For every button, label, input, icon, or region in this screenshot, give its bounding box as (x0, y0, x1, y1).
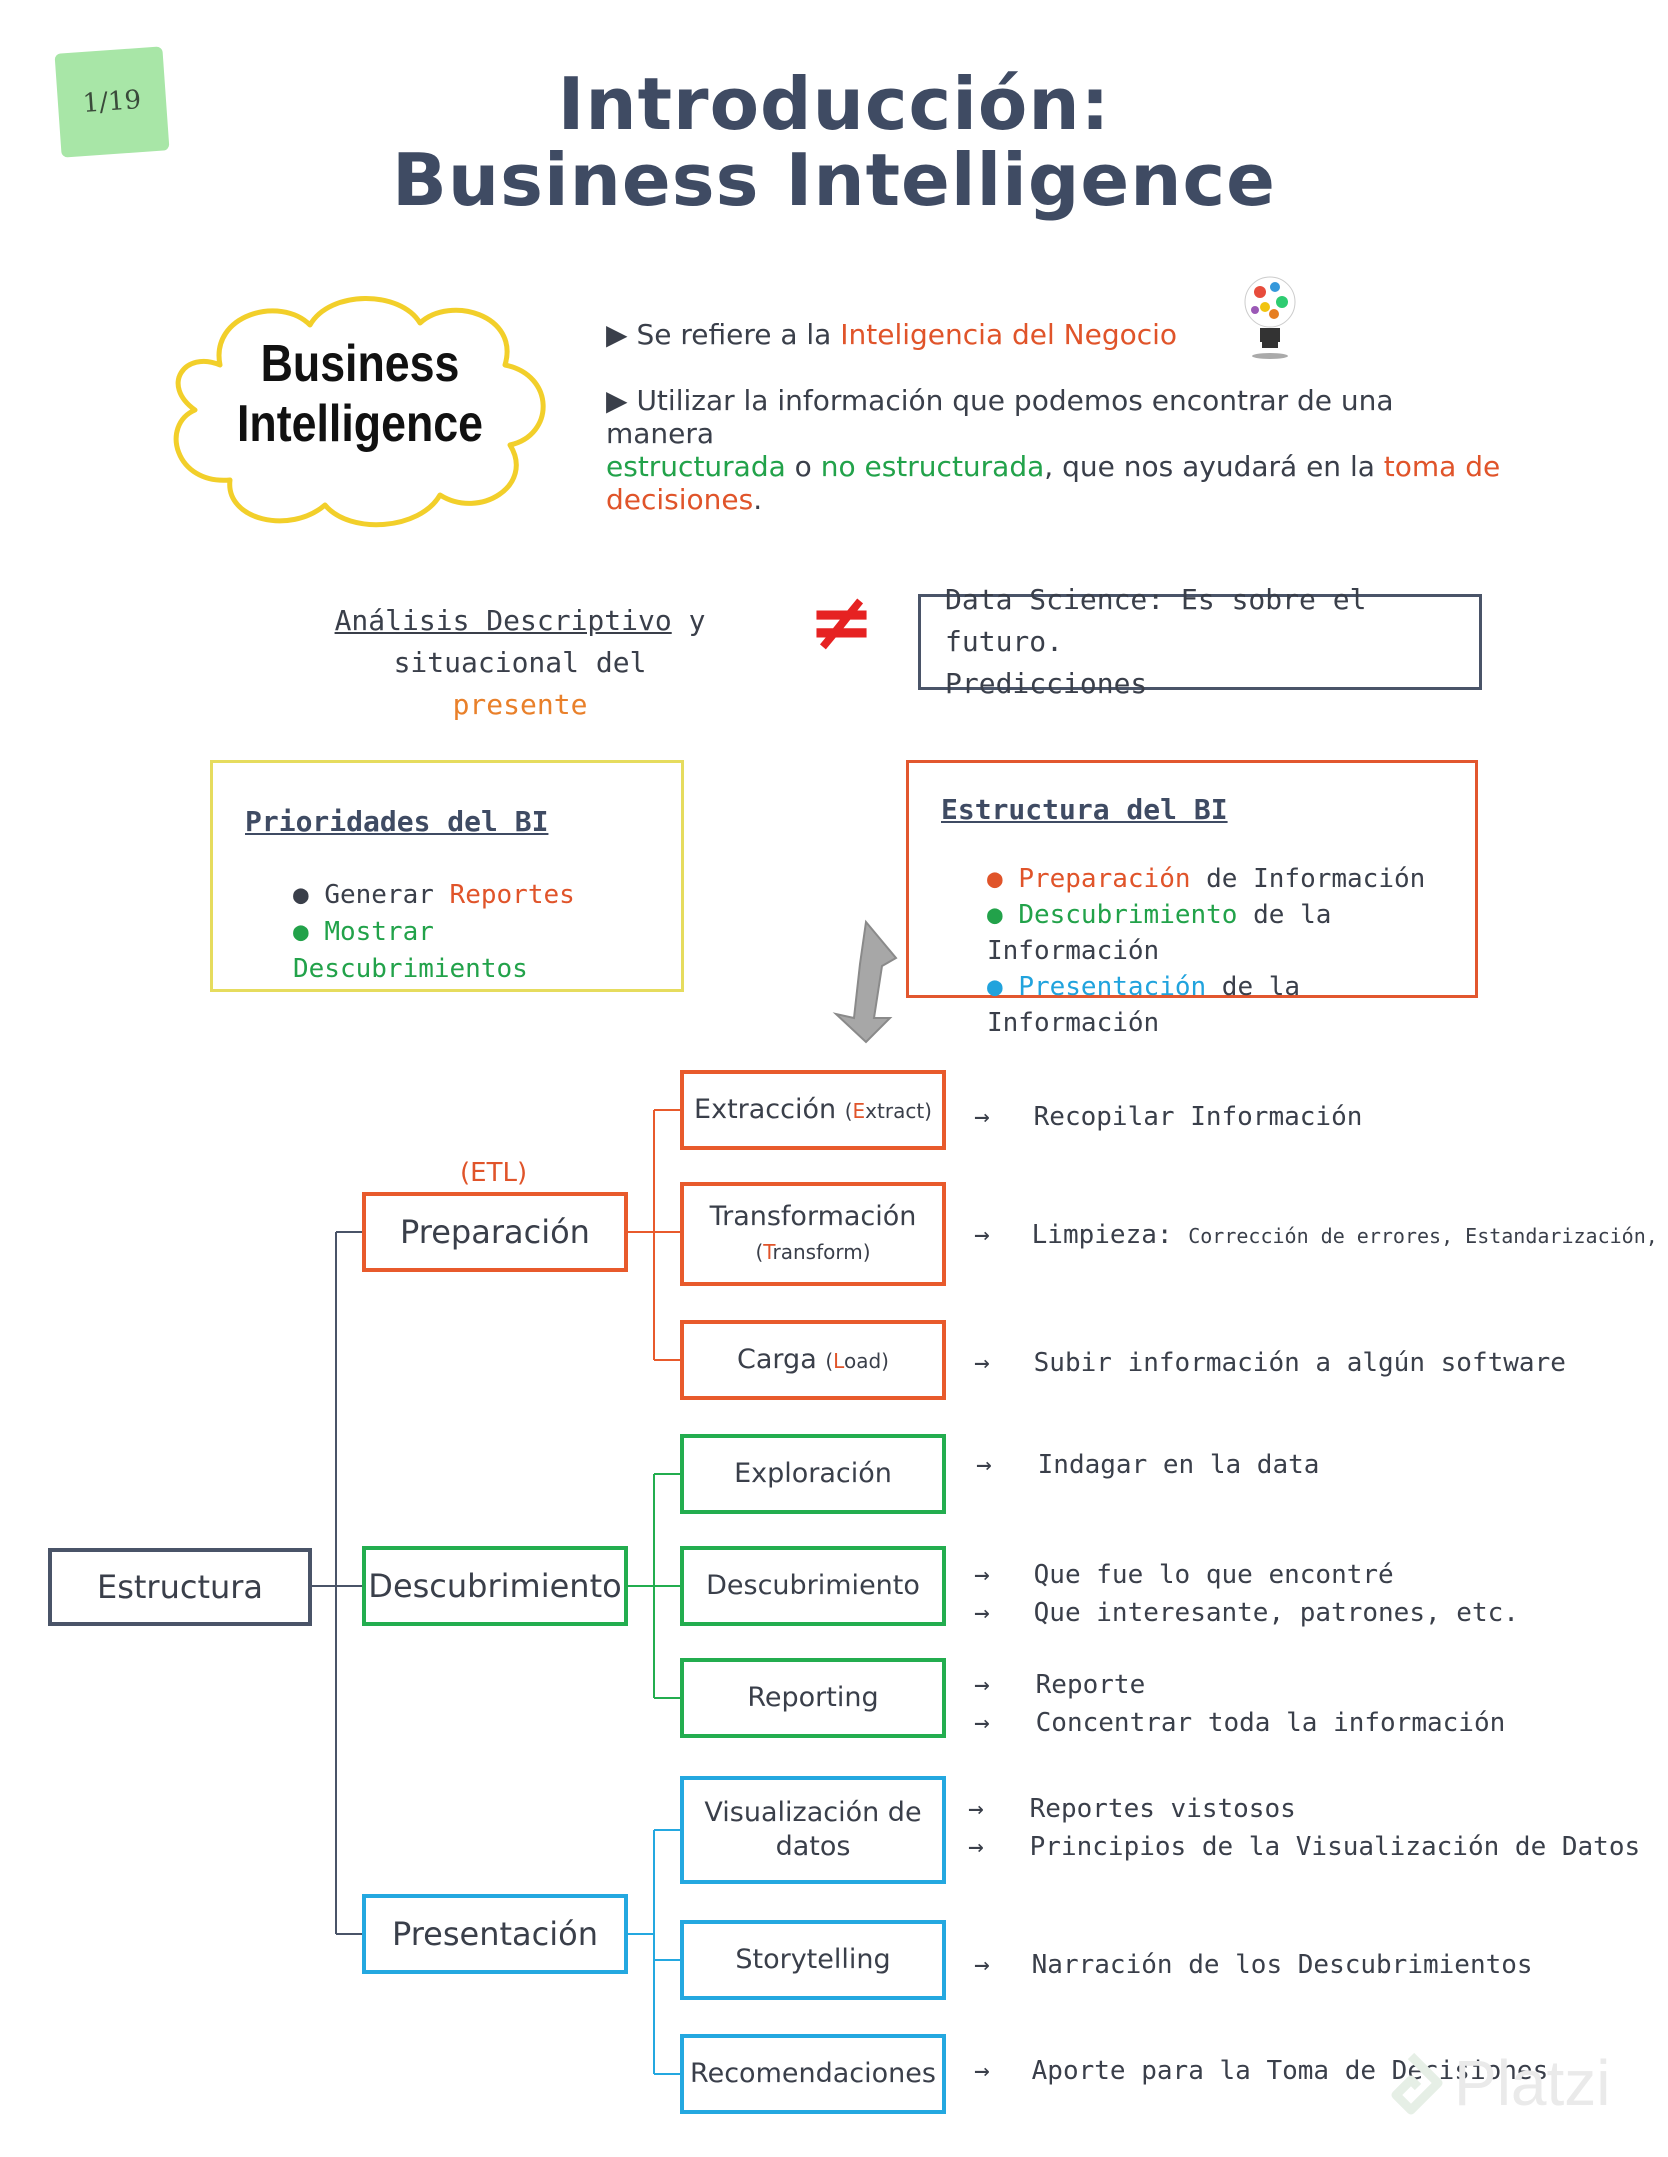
cloud-title-line2: Intelligence (236, 395, 484, 453)
priorities-title: Prioridades del BI (245, 805, 549, 838)
triangle-bullet-icon: ▶ (606, 384, 637, 417)
right-arrow-icon: → (974, 1598, 990, 1628)
right-arrow-icon: → (974, 2056, 990, 2086)
platzi-watermark: Platzi (1454, 2047, 1611, 2119)
tree-node-presentacion: Presentación (362, 1894, 628, 1974)
descriptive-analysis-text: Análisis Descriptivo y situacional del p… (334, 604, 706, 721)
data-science-line1: Data Science: Es sobre el futuro. (945, 583, 1367, 658)
desc-transformacion: →Limpieza: Corrección de errores, Estand… (974, 1220, 1668, 1250)
desc-descubrimiento: →Que fue lo que encontré →Que interesant… (974, 1560, 1519, 1628)
intro-bullet-2: ▶ Utilizar la información que podemos en… (606, 384, 1501, 516)
tree-leaf-carga: Carga (Load) (680, 1320, 946, 1400)
desc-exploracion: →Indagar en la data (976, 1450, 1320, 1480)
tree-leaf-storytelling: Storytelling (680, 1920, 946, 2000)
right-arrow-icon: → (974, 1560, 990, 1590)
platzi-logo-icon (1391, 2052, 1443, 2115)
priorities-box: Prioridades del BI ● Generar Reportes ● … (210, 760, 684, 992)
desc-storytelling: →Narración de los Descubrimientos (974, 1950, 1533, 1980)
right-arrow-icon: → (974, 1950, 990, 1980)
tree-node-descubrimiento: Descubrimiento (362, 1546, 628, 1626)
page-title-line1: Introducción: (557, 62, 1111, 146)
page-title-line2: Business Intelligence (391, 138, 1276, 222)
bi-structure-box: Estructura del BI ● Preparación de Infor… (906, 760, 1478, 1038)
bi-structure-title: Estructura del BI (941, 793, 1228, 826)
tree-leaf-reporting: Reporting (680, 1658, 946, 1738)
priority-item-reportes: ● Generar Reportes (293, 880, 575, 910)
desc-reporting: →Reporte →Concentrar toda la información (974, 1670, 1506, 1738)
bi-structure-item-preparacion: ● Preparación de Información (987, 864, 1426, 894)
data-science-box: Data Science: Es sobre el futuro. Predic… (918, 583, 1482, 700)
cloud-title-line1: Business (260, 335, 460, 393)
right-arrow-icon: → (974, 1348, 990, 1378)
bi-structure-list: ● Preparación de Información ● Descubrim… (987, 861, 1475, 1041)
right-arrow-icon: → (974, 1102, 990, 1132)
lightbulb-icon (1244, 276, 1296, 359)
desc-recomendaciones: →Aporte para la Toma de Decisiones (974, 2056, 1549, 2086)
etl-label: (ETL) (460, 1158, 528, 1188)
tree-leaf-transformacion: Transformación(Transform) (680, 1182, 946, 1286)
right-arrow-icon: → (974, 1220, 990, 1250)
priority-item-descubrimientos: ● Mostrar Descubrimientos (293, 917, 528, 984)
tree-leaf-exploracion: Exploración (680, 1434, 946, 1514)
tree-node-preparacion: Preparación (362, 1192, 628, 1272)
tree-leaf-descubrimiento: Descubrimiento (680, 1546, 946, 1626)
desc-visualizacion: →Reportes vistosos →Principios de la Vis… (968, 1794, 1641, 1862)
down-arrow-icon (832, 919, 898, 1044)
bi-structure-item-descubrimiento: ● Descubrimiento de la Información (987, 900, 1332, 966)
tree-leaf-extraccion: Extracción (Extract) (680, 1070, 946, 1150)
right-arrow-icon: → (976, 1450, 992, 1480)
intro-bullet-1: ▶ Se refiere a la Inteligencia del Negoc… (606, 318, 1178, 351)
bi-structure-item-presentacion: ● Presentación de la Información (987, 972, 1301, 1038)
cloud-icon (173, 296, 546, 528)
right-arrow-icon: → (974, 1670, 990, 1700)
desc-carga: →Subir información a algún software (974, 1348, 1566, 1378)
desc-extraccion: →Recopilar Información (974, 1102, 1363, 1132)
right-arrow-icon: → (974, 1708, 990, 1738)
tree-root-estructura: Estructura (48, 1548, 312, 1626)
tree-leaf-recomendaciones: Recomendaciones (680, 2034, 946, 2114)
triangle-bullet-icon: ▶ (606, 318, 637, 351)
right-arrow-icon: → (968, 1794, 984, 1824)
right-arrow-icon: → (968, 1832, 984, 1862)
not-equal-icon: ≠ (808, 575, 876, 668)
data-science-line2: Predicciones (945, 667, 1148, 700)
priorities-list: ● Generar Reportes ● Mostrar Descubrimie… (293, 877, 681, 988)
